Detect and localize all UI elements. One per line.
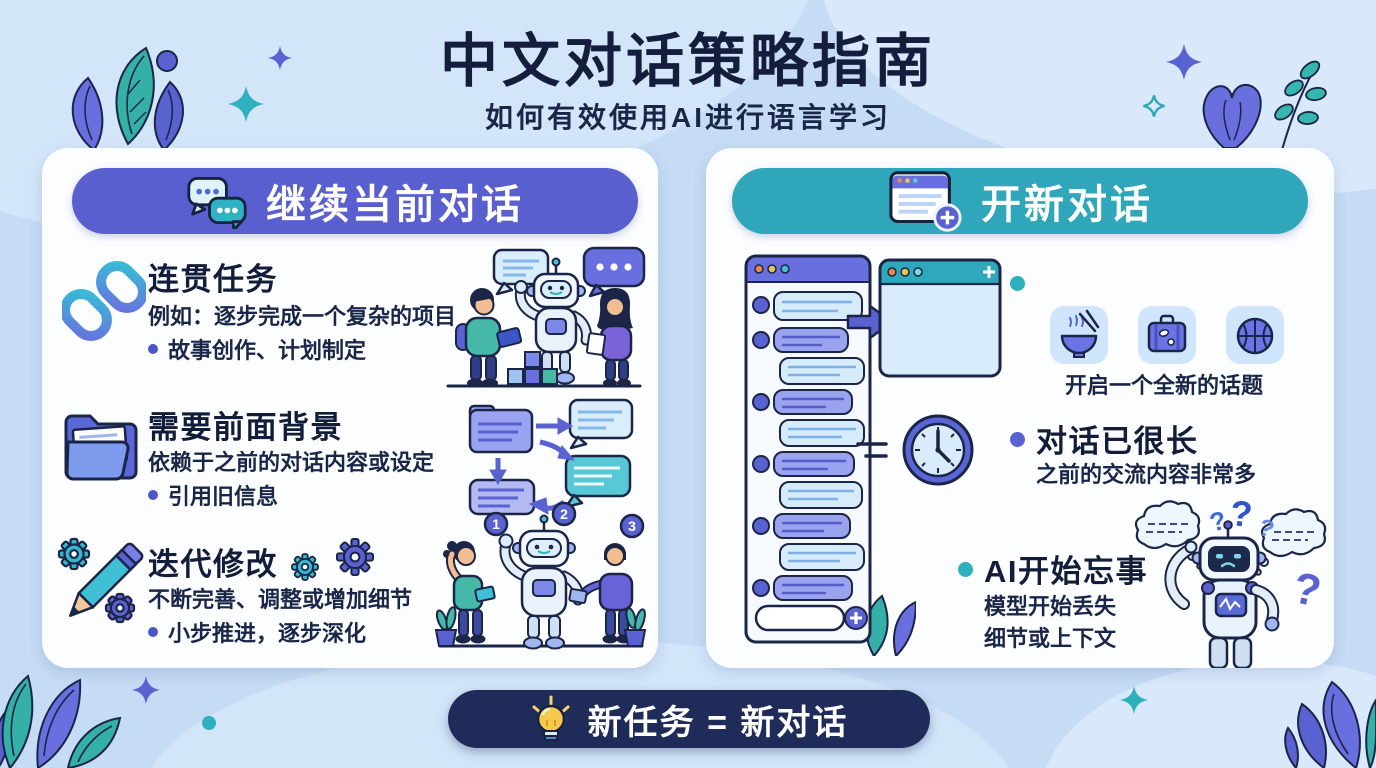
step-badge: 1 bbox=[483, 511, 509, 537]
sparkle-star-icon bbox=[132, 676, 160, 704]
section-bullet-label: 引用旧信息 bbox=[168, 484, 279, 509]
section-desc: 之前的交流内容非常多 bbox=[1036, 462, 1257, 487]
step-number: 1 bbox=[492, 516, 500, 532]
confused-robot-illustration: ? ? ? ? bbox=[1134, 494, 1327, 668]
sparkle-star-icon bbox=[1166, 44, 1202, 80]
section-desc: 依赖于之前的对话内容或设定 bbox=[148, 450, 435, 475]
section-title: 需要前面背景 bbox=[148, 410, 343, 445]
folder-icon bbox=[64, 414, 138, 481]
section-title-row: 迭代修改 bbox=[148, 534, 378, 584]
sparkle-star-icon bbox=[1143, 95, 1165, 117]
section-desc: 细节或上下文 bbox=[984, 626, 1117, 651]
sparkle-star-icon bbox=[1120, 686, 1148, 714]
bullet-dot bbox=[148, 344, 158, 354]
section-desc: 模型开始丢失 bbox=[984, 594, 1117, 619]
person-left-figure bbox=[455, 288, 523, 388]
section-bullet: 引用旧信息 bbox=[148, 479, 278, 511]
new-window-plus-icon bbox=[889, 171, 962, 232]
gear-icon bbox=[57, 537, 91, 571]
leaves-bottom-left-decoration bbox=[0, 674, 122, 768]
leaves-bottom-right-decoration bbox=[1284, 680, 1376, 768]
question-mark: ? bbox=[1228, 494, 1254, 535]
person-right-figure bbox=[568, 543, 634, 644]
dot-decoration bbox=[202, 716, 216, 730]
gear-icon bbox=[291, 553, 319, 581]
section-bullet: 小步推进，逐步深化 bbox=[148, 616, 366, 648]
page-title: 中文对话策略指南 bbox=[439, 29, 936, 94]
section-bullet-label: 小步推进，逐步深化 bbox=[168, 621, 367, 646]
bullet-dot bbox=[958, 562, 973, 577]
leaves-top-left-decoration bbox=[71, 46, 184, 150]
bullet-dot bbox=[1010, 432, 1025, 447]
continue-conversation-header: 继续当前对话 bbox=[72, 168, 638, 234]
long-chat-window-illustration bbox=[744, 254, 872, 644]
clock-icon bbox=[856, 414, 974, 486]
question-mark: ? bbox=[1206, 505, 1229, 538]
person-left-figure bbox=[443, 541, 496, 644]
pencil-icon bbox=[69, 542, 144, 617]
section-bullet: 故事创作、计划制定 bbox=[148, 333, 366, 365]
sparkle-star-icon bbox=[228, 86, 264, 122]
blocks-illustration bbox=[507, 351, 558, 385]
step-badge: 3 bbox=[619, 513, 645, 539]
section-title: 迭代修改 bbox=[148, 547, 278, 582]
bullet-dot bbox=[148, 627, 158, 637]
potted-plant-icon bbox=[623, 607, 647, 647]
leaf-decoration bbox=[865, 594, 916, 656]
potted-plant-icon bbox=[434, 606, 458, 647]
step-badge: 2 bbox=[551, 501, 577, 527]
page-subtitle: 如何有效使用AI进行语言学习 bbox=[484, 102, 891, 133]
flowchart-illustration bbox=[468, 398, 634, 516]
dot-decoration bbox=[156, 50, 178, 72]
step-number: 2 bbox=[560, 506, 568, 522]
lightbulb-icon bbox=[532, 695, 570, 741]
section-title: 对话已很长 bbox=[1036, 424, 1199, 459]
numbered-steps-illustration: 1 2 3 bbox=[434, 501, 647, 650]
bullet-dot bbox=[1010, 276, 1025, 291]
chain-link-icon bbox=[62, 261, 146, 341]
bottom-banner: 新任务 = 新对话 bbox=[448, 690, 930, 748]
panel-new-conversation: 开新对话 bbox=[706, 148, 1334, 668]
typing-bubble-icon bbox=[582, 246, 646, 298]
person-right-figure bbox=[585, 288, 633, 387]
section-desc: 开启一个全新的话题 bbox=[1064, 373, 1263, 398]
chat-bubbles-icon bbox=[187, 177, 247, 229]
topic-icons-row bbox=[1050, 306, 1284, 364]
sparkle-star-icon bbox=[268, 46, 292, 70]
new-chat-window-illustration bbox=[878, 258, 1002, 378]
section-title: 连贯任务 bbox=[148, 262, 278, 297]
continue-conversation-header-label: 继续当前对话 bbox=[266, 183, 524, 227]
pencil-gears-icon bbox=[57, 537, 144, 624]
speech-bubble-icon bbox=[492, 248, 550, 296]
section-bullet-label: 故事创作、计划制定 bbox=[168, 338, 367, 363]
bullet-dot bbox=[148, 490, 158, 500]
gear-icon bbox=[104, 592, 136, 624]
new-conversation-header: 开新对话 bbox=[732, 168, 1308, 234]
robot-conversation-illustration bbox=[446, 246, 646, 388]
food-bowl-icon bbox=[1050, 306, 1108, 364]
section-desc: 不断完善、调整或增加细节 bbox=[148, 587, 413, 612]
basketball-icon bbox=[1226, 306, 1284, 364]
robot-figure bbox=[1164, 520, 1280, 668]
gear-icon bbox=[336, 538, 374, 576]
section-title: AI开始忘事 bbox=[984, 554, 1148, 589]
panel-continue-conversation: 继续当前对话 连贯任务 例如：逐步完成一个复杂的项目 故事创作、计划制定 bbox=[42, 148, 658, 668]
banner-label: 新任务 = 新对话 bbox=[587, 703, 849, 742]
robot-figure bbox=[498, 514, 584, 650]
chat-input-field bbox=[754, 604, 846, 632]
chat-bubbles-list bbox=[752, 291, 865, 601]
suitcase-icon bbox=[1138, 306, 1196, 364]
plants-top-right-decoration bbox=[1202, 60, 1327, 151]
new-conversation-header-label: 开新对话 bbox=[981, 183, 1153, 227]
step-number: 3 bbox=[628, 518, 636, 534]
section-desc: 例如：逐步完成一个复杂的项目 bbox=[148, 304, 457, 329]
question-mark: ? bbox=[1289, 563, 1325, 617]
